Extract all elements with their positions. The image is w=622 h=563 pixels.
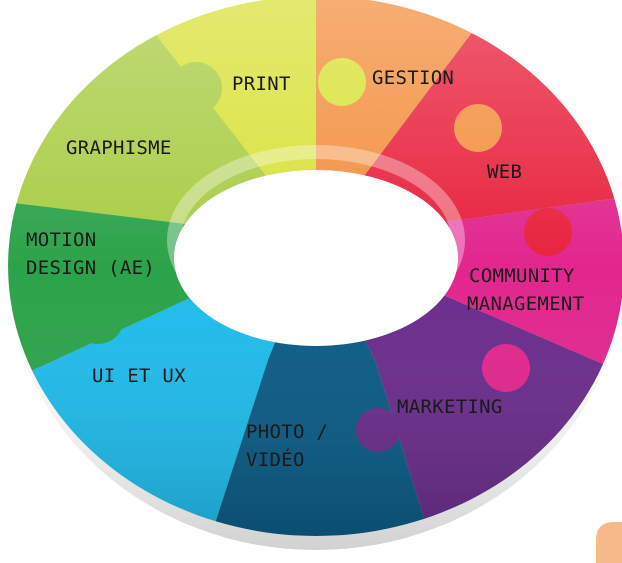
corner-shape xyxy=(596,522,622,563)
label-photo: PHOTO / VIDÉO xyxy=(246,421,340,471)
ring-gloss xyxy=(8,0,622,550)
segment-labels: PRINT GESTION WEB COMMUNITY MANAGEMENT M… xyxy=(26,67,586,471)
label-marketing: MARKETING xyxy=(397,396,503,418)
label-community: COMMUNITY MANAGEMENT xyxy=(467,265,586,315)
label-graphisme: GRAPHISME xyxy=(66,137,172,159)
label-motion: MOTION DESIGN (AE) xyxy=(26,229,155,279)
label-print: PRINT xyxy=(232,73,291,95)
label-web: WEB xyxy=(487,161,522,183)
label-gestion: GESTION xyxy=(372,67,454,89)
label-uiux: UI ET UX xyxy=(92,365,186,387)
